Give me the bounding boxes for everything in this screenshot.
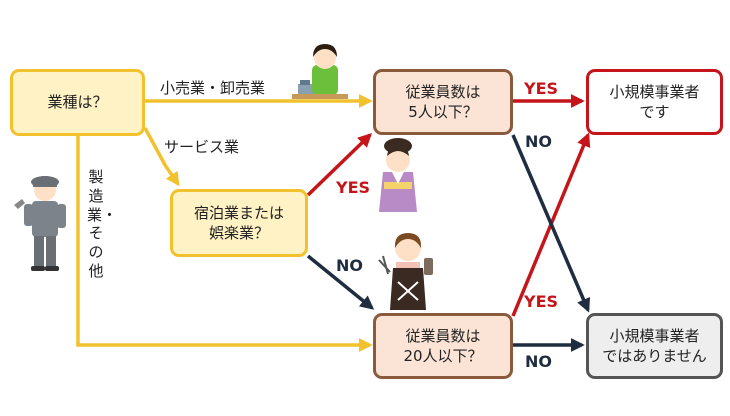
node-lodging-line2: 娯楽業？ bbox=[208, 224, 269, 242]
node-employees-20-line2: 20人以下？ bbox=[403, 347, 483, 365]
label-no-emp20: NO bbox=[525, 352, 552, 371]
label-retail: 小売業・卸売業 bbox=[160, 79, 266, 97]
node-industry: 業種は？ bbox=[10, 69, 145, 136]
node-employees-5-line1: 従業員数は bbox=[405, 82, 481, 101]
label-no-lodging: NO bbox=[336, 256, 363, 275]
node-not-small-business-line1: 小規模事業者 bbox=[609, 326, 700, 345]
label-yes-lodging: YES bbox=[336, 178, 371, 197]
node-lodging-line1: 宿泊業または bbox=[193, 203, 284, 222]
node-not-small-business-line2: ではありません bbox=[602, 347, 707, 365]
node-lodging: 宿泊業または 娯楽業？ bbox=[170, 189, 308, 257]
kimono-woman-illustration bbox=[379, 138, 417, 212]
node-employees-5: 従業員数は 5人以下？ bbox=[373, 69, 513, 135]
edge-service bbox=[143, 127, 180, 187]
hairdresser-illustration bbox=[378, 233, 433, 310]
shopkeeper-illustration bbox=[292, 44, 348, 99]
label-yes-emp20: YES bbox=[524, 292, 559, 311]
label-yes-emp5: YES bbox=[524, 79, 559, 98]
node-employees-20: 従業員数は 20人以下？ bbox=[373, 313, 513, 379]
edge-no-emp5 bbox=[511, 134, 591, 313]
node-not-small-business: 小規模事業者 ではありません bbox=[586, 313, 723, 379]
node-small-business-line1: 小規模事業者 bbox=[609, 82, 700, 101]
edge-no-lodging bbox=[306, 254, 375, 310]
factory-worker-illustration bbox=[14, 176, 66, 271]
node-employees-5-line2: 5人以下？ bbox=[408, 103, 478, 121]
node-small-business-line2: です bbox=[639, 103, 670, 121]
node-small-business: 小規模事業者 です bbox=[586, 69, 723, 135]
node-employees-20-line1: 従業員数は bbox=[405, 326, 481, 345]
label-service: サービス業 bbox=[164, 138, 240, 156]
label-manufacturing: 製造業・その他 bbox=[87, 168, 118, 280]
edge-manufacturing bbox=[76, 136, 373, 352]
node-industry-text: 業種は？ bbox=[47, 93, 108, 112]
label-no-emp5: NO bbox=[525, 132, 552, 151]
edge-yes-lodging bbox=[306, 133, 373, 197]
